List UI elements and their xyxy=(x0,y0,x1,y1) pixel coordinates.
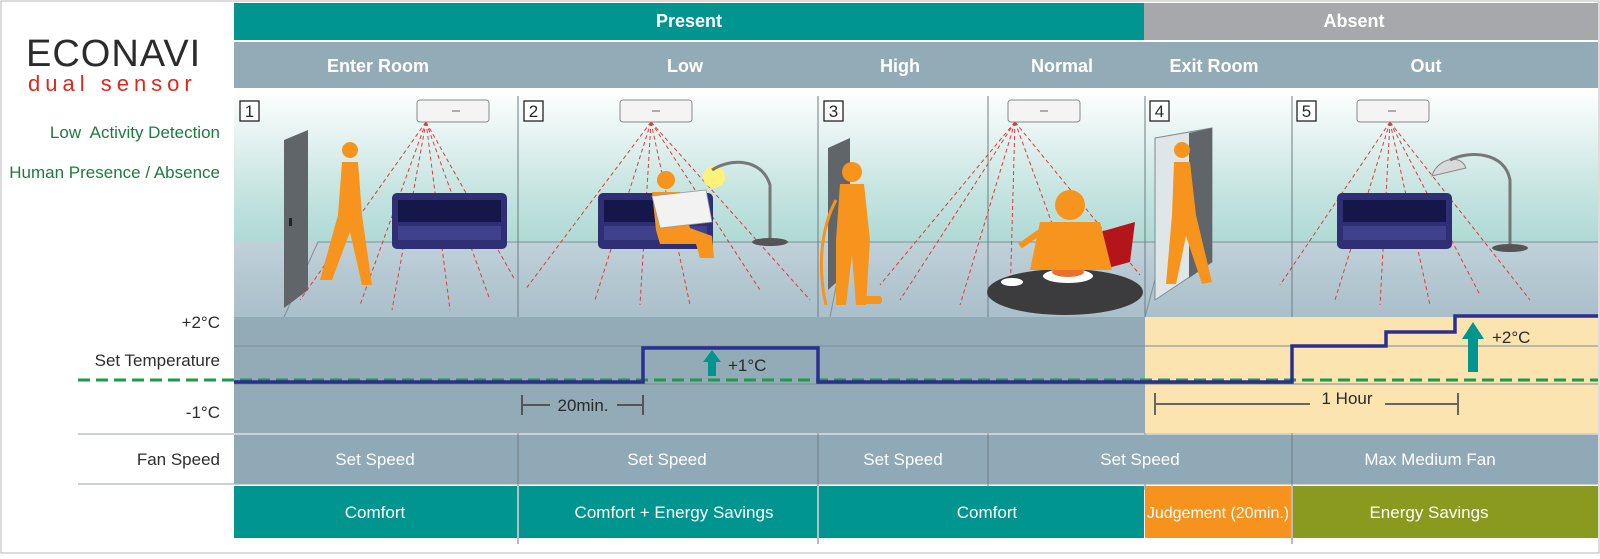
mode-cell-3: Comfort xyxy=(957,503,1018,522)
col-exit-room: Exit Room xyxy=(1169,56,1258,76)
person-vacuuming xyxy=(819,162,882,306)
lamp-scene-2 xyxy=(703,160,788,246)
lamp-scene-5 xyxy=(1431,153,1528,252)
person-leaving xyxy=(1166,142,1212,284)
person-eating xyxy=(1018,190,1112,270)
plus1-label: +1°C xyxy=(728,356,766,375)
person-walking-in xyxy=(320,142,372,285)
scene-number-3: 3 xyxy=(823,100,844,122)
present-label: Present xyxy=(656,11,722,31)
plus1-arrow: +1°C xyxy=(703,350,766,376)
mode-cell-1: Comfort xyxy=(345,503,406,522)
interval-20min-label: 20min. xyxy=(557,396,608,415)
set-temp-label: Set Temperature xyxy=(95,351,220,370)
minus1-label: -1°C xyxy=(186,403,220,422)
low-activity-label: Low Activity Detection xyxy=(50,123,220,142)
fan-cell-5: Max Medium Fan xyxy=(1364,450,1495,469)
col-low: Low xyxy=(667,56,704,76)
mode-cell-5: Energy Savings xyxy=(1369,503,1488,522)
fan-speed-row xyxy=(234,435,1598,484)
mode-cell-4: Judgement (20min.) xyxy=(1147,505,1289,522)
logo-sub: dual sensor xyxy=(28,71,197,96)
fan-cell-2: Set Speed xyxy=(627,450,706,469)
temperature-profile-line xyxy=(234,314,1598,384)
svg-text:5: 5 xyxy=(1302,102,1311,121)
scene-number-4: 4 xyxy=(1149,100,1170,122)
econavi-logo: ECONAVI dual sensor xyxy=(26,33,201,96)
scene-number-5: 5 xyxy=(1296,100,1317,122)
presence-label: Human Presence / Absence xyxy=(9,163,220,182)
present-band xyxy=(234,3,1144,40)
fan-cell-4: Set Speed xyxy=(1100,450,1179,469)
scene-number-2: 2 xyxy=(523,100,544,122)
interval-20min xyxy=(521,395,644,415)
dining-table xyxy=(987,222,1143,315)
sofa-scene-5 xyxy=(1337,193,1452,249)
col-normal: Normal xyxy=(1031,56,1093,76)
interval-1hour-label: 1 Hour xyxy=(1321,389,1372,408)
plus2-label: +2°C xyxy=(182,313,220,332)
svg-text:2: 2 xyxy=(529,102,538,121)
fan-cell-1: Set Speed xyxy=(335,450,414,469)
plus2-arrow: +2°C xyxy=(1462,322,1530,372)
col-high: High xyxy=(880,56,920,76)
column-header-row xyxy=(234,42,1598,88)
col-out: Out xyxy=(1411,56,1442,76)
absent-label: Absent xyxy=(1323,11,1384,31)
fan-cell-3: Set Speed xyxy=(863,450,942,469)
scene-number-1: 1 xyxy=(239,100,260,122)
plus2-arrow-label: +2°C xyxy=(1492,328,1530,347)
temperature-band xyxy=(78,317,1598,485)
interval-1hour xyxy=(1154,393,1459,415)
ac-unit-scene-3 xyxy=(879,99,1141,306)
svg-text:1: 1 xyxy=(245,102,254,121)
sofa-scene-1 xyxy=(392,193,507,249)
col-enter-room: Enter Room xyxy=(327,56,429,76)
svg-text:3: 3 xyxy=(829,102,838,121)
person-reading xyxy=(651,171,714,258)
mode-cell-2: Comfort + Energy Savings xyxy=(575,503,774,522)
svg-text:4: 4 xyxy=(1155,102,1164,121)
absent-band xyxy=(1144,3,1598,40)
logo-brand: ECONAVI xyxy=(26,33,201,75)
door-scene-1 xyxy=(284,130,308,308)
mode-row xyxy=(234,486,1598,538)
fan-speed-label: Fan Speed xyxy=(137,450,220,469)
